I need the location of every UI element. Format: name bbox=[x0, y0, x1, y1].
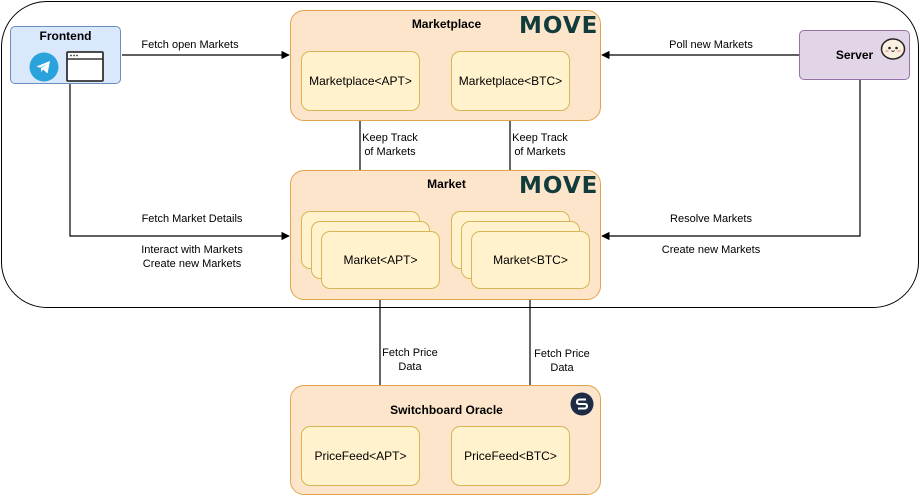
label-keep-track-btc: Keep Track of Markets bbox=[512, 132, 568, 158]
market-group: Market MOVE Market<APT> Market<BTC> bbox=[290, 170, 601, 300]
move-logo-icon: MOVE bbox=[519, 13, 599, 39]
label-create-new-markets: Create new Markets bbox=[661, 244, 761, 256]
oracle-title: Switchboard Oracle bbox=[390, 403, 503, 417]
market-btc-box: Market<BTC> bbox=[471, 231, 590, 289]
server-node: Server bbox=[799, 30, 910, 80]
move-logo-icon: MOVE bbox=[519, 173, 599, 199]
pricefeed-btc-box: PriceFeed<BTC> bbox=[451, 426, 570, 486]
marketplace-title: Marketplace bbox=[411, 17, 482, 31]
server-title: Server bbox=[835, 48, 874, 62]
switchboard-logo-icon bbox=[570, 392, 594, 416]
edge-frontend-market bbox=[69, 84, 290, 241]
label-fetch-price-btc: Fetch Price Data bbox=[534, 348, 590, 374]
telegram-icon bbox=[29, 52, 59, 82]
pricefeed-btc-label: PriceFeed<BTC> bbox=[464, 449, 557, 463]
browser-window-icon bbox=[66, 51, 104, 82]
label-fetch-market-details: Fetch Market Details bbox=[141, 213, 243, 225]
market-apt-box: Market<APT> bbox=[321, 231, 440, 289]
marketplace-apt-box: Marketplace<APT> bbox=[301, 51, 420, 111]
label-resolve-markets: Resolve Markets bbox=[670, 213, 752, 225]
marketplace-apt-label: Marketplace<APT> bbox=[309, 74, 412, 88]
market-btc-label: Market<BTC> bbox=[493, 253, 568, 267]
frontend-title: Frontend bbox=[39, 29, 92, 43]
oracle-group: Switchboard Oracle PriceFeed<APT> PriceF… bbox=[290, 385, 601, 495]
label-fetch-price-apt: Fetch Price Data bbox=[382, 347, 438, 373]
marketplace-btc-box: Marketplace<BTC> bbox=[451, 51, 570, 111]
pricefeed-apt-label: PriceFeed<APT> bbox=[314, 449, 407, 463]
market-title: Market bbox=[427, 177, 466, 191]
marketplace-btc-label: Marketplace<BTC> bbox=[458, 74, 563, 88]
frontend-node: Frontend bbox=[10, 26, 121, 84]
bun-mascot-icon bbox=[880, 38, 906, 60]
market-apt-label: Market<APT> bbox=[343, 253, 418, 267]
label-keep-track-apt: Keep Track of Markets bbox=[362, 132, 418, 158]
label-poll-new-markets: Poll new Markets bbox=[669, 39, 753, 51]
label-interact-create: Interact with Markets Create new Markets bbox=[141, 244, 243, 270]
edge-server-market bbox=[601, 80, 861, 241]
label-fetch-open-markets: Fetch open Markets bbox=[141, 39, 239, 51]
marketplace-group: Marketplace MOVE Marketplace<APT> Market… bbox=[290, 10, 601, 121]
pricefeed-apt-box: PriceFeed<APT> bbox=[301, 426, 420, 486]
